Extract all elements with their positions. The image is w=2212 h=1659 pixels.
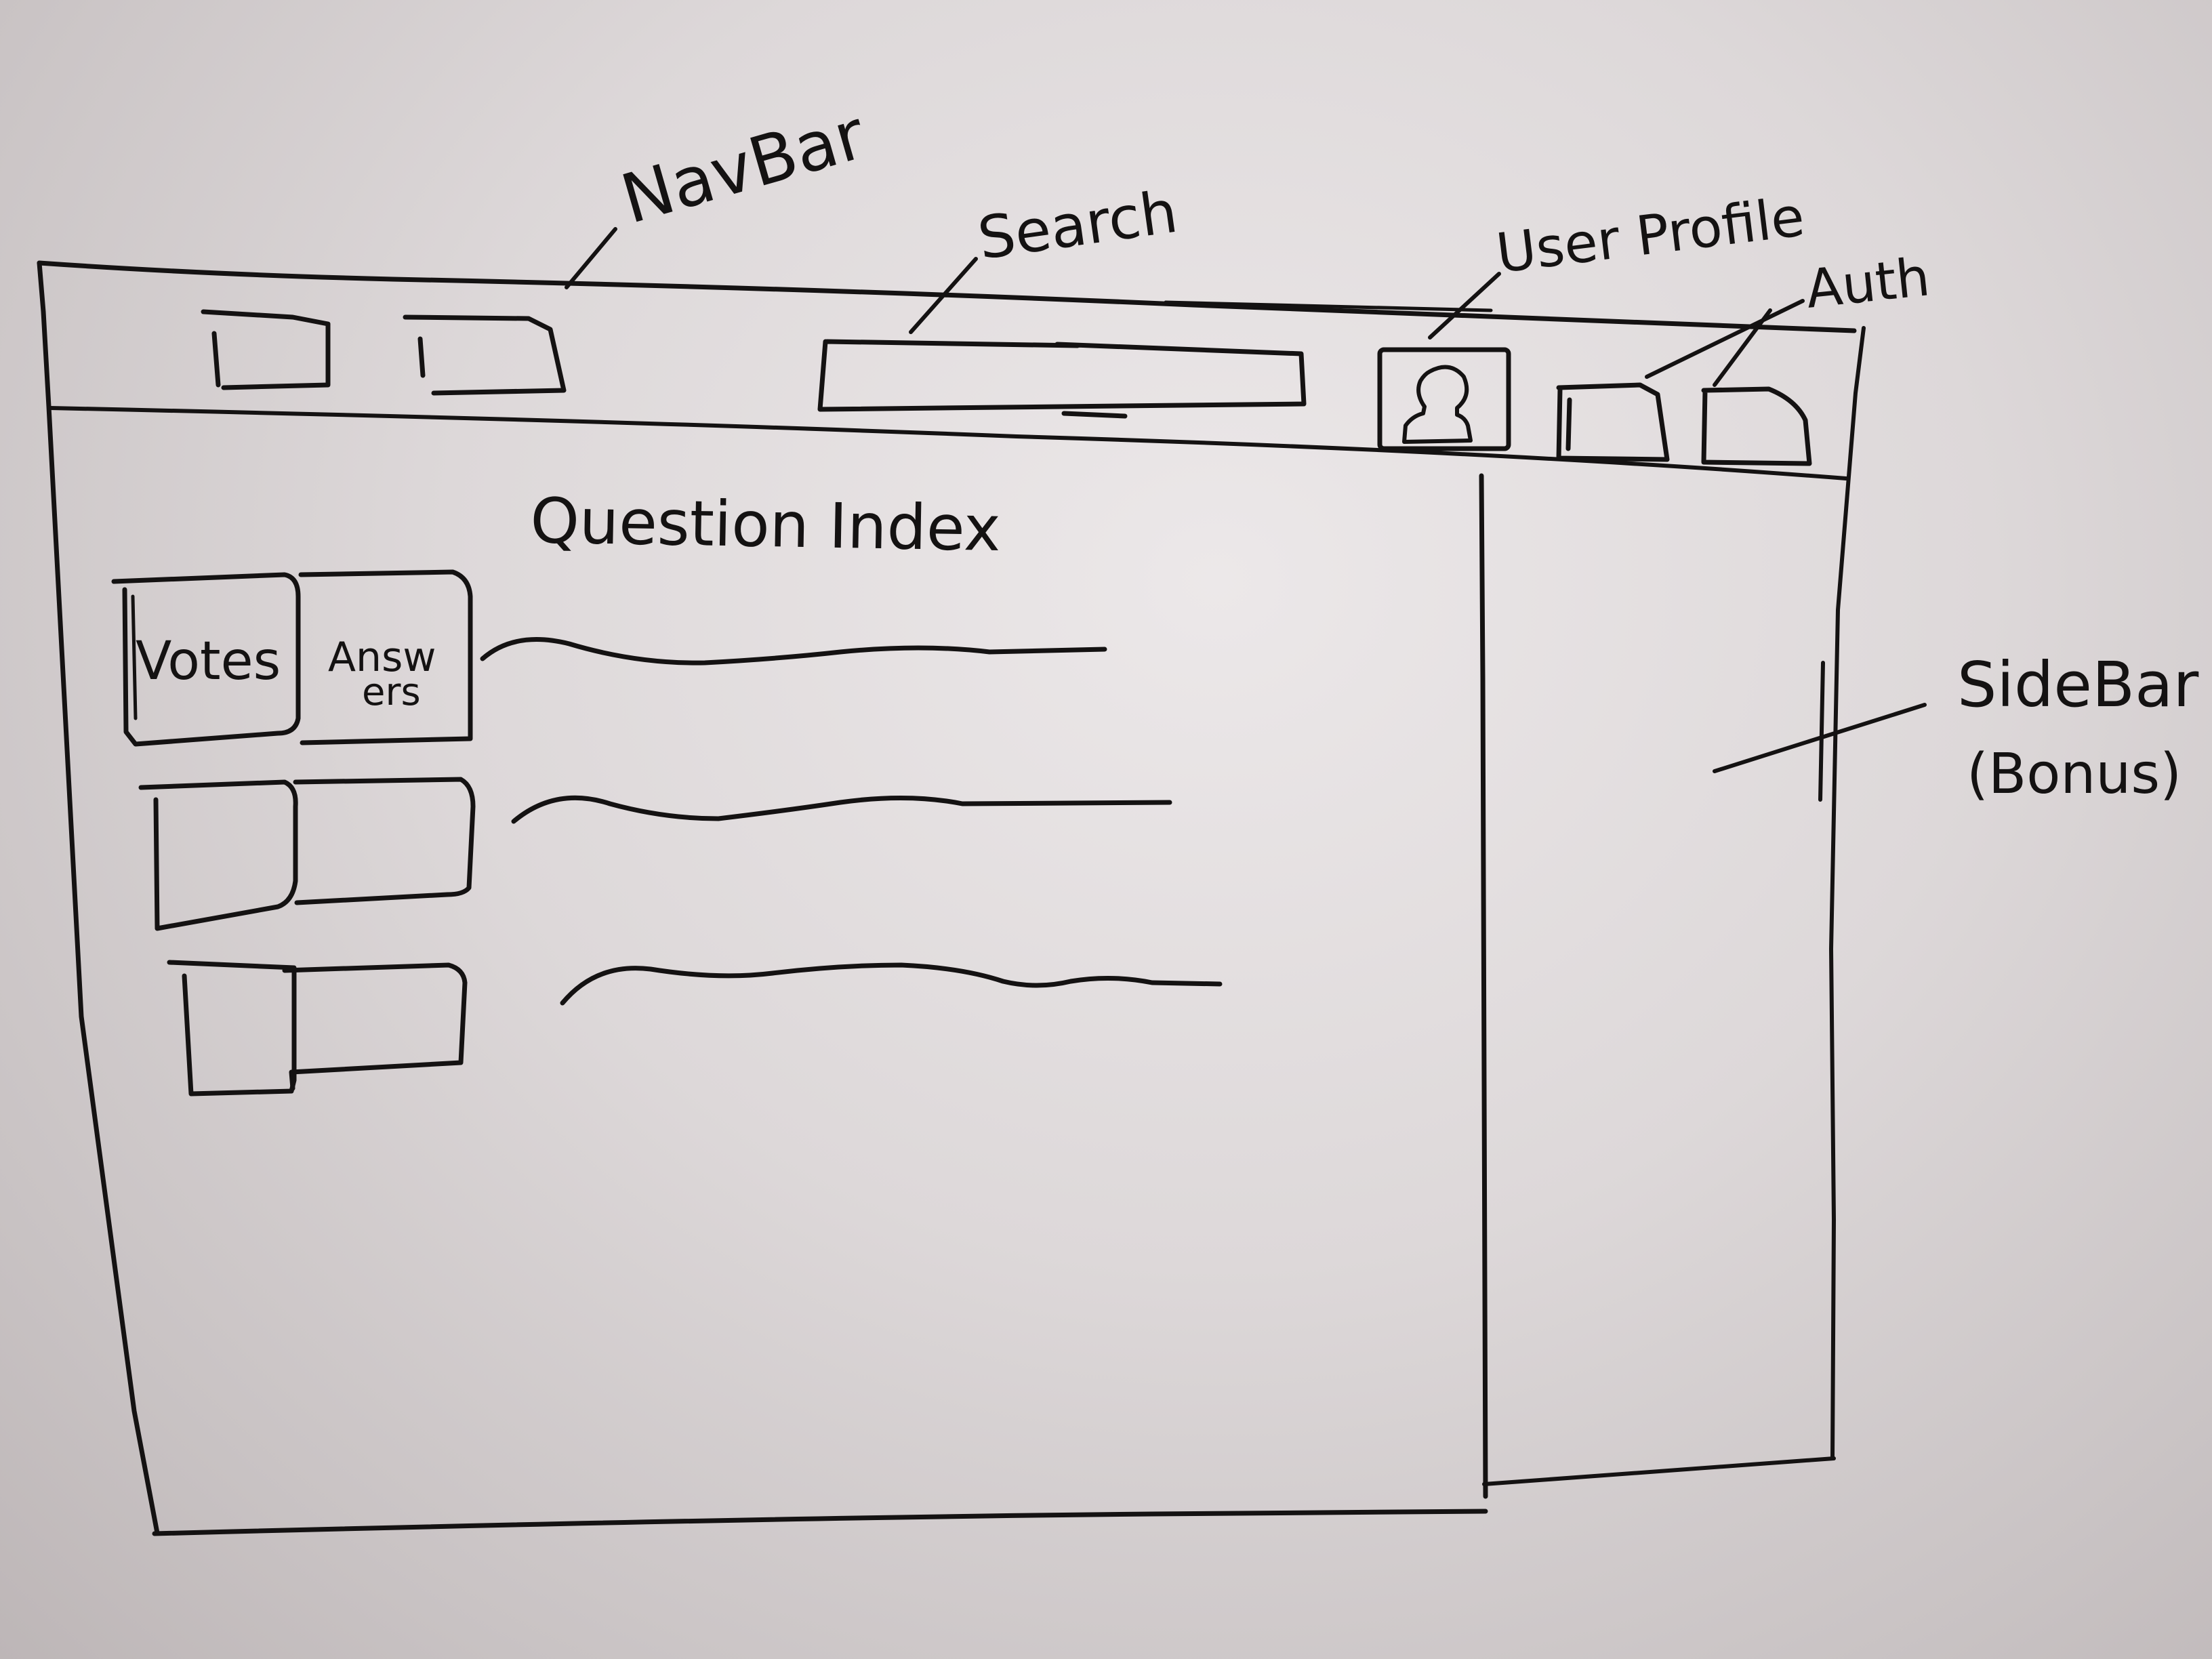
- main-content: Question Index Votes Answ ers: [111, 485, 1223, 1097]
- user-profile-annotation: User Profile: [1493, 185, 1807, 285]
- votes-box: [167, 960, 297, 1097]
- votes-box: [111, 572, 301, 747]
- browser-window-frame: [37, 260, 1866, 1536]
- votes-box: [138, 779, 298, 931]
- search-annotation: Search: [974, 178, 1182, 273]
- user-profile-button[interactable]: [1377, 347, 1511, 451]
- nav-button-2[interactable]: [403, 314, 567, 396]
- navbar-annotation: NavBar: [613, 94, 874, 239]
- question-title-line[interactable]: [560, 962, 1223, 1006]
- answers-label-line1: Answ: [328, 634, 436, 681]
- auth-login-button[interactable]: [1556, 382, 1670, 462]
- page-title: Question Index: [530, 485, 1002, 565]
- user-icon: [1402, 365, 1473, 444]
- auth-annotation: Auth: [1803, 247, 1933, 321]
- question-title-line[interactable]: [511, 795, 1172, 824]
- answers-label-line2: ers: [362, 670, 421, 714]
- sidebar: [1713, 661, 1927, 802]
- sidebar-bonus-annotation: (Bonus): [1967, 742, 2182, 806]
- sidebar-annotation: SideBar: [1957, 649, 2198, 721]
- question-title-line[interactable]: [480, 637, 1107, 665]
- nav-button-1[interactable]: [201, 309, 331, 390]
- question-row[interactable]: [138, 777, 1172, 931]
- votes-label: Votes: [136, 631, 281, 692]
- sidebar-divider: [1479, 473, 1488, 1499]
- question-row[interactable]: [167, 960, 1223, 1097]
- answers-box: [282, 962, 468, 1091]
- question-row[interactable]: Votes Answ ers: [111, 569, 1107, 747]
- answers-box: [293, 777, 476, 905]
- answers-box: [298, 569, 473, 745]
- navbar: [48, 300, 1848, 480]
- auth-signup-button[interactable]: [1701, 386, 1812, 466]
- search-input[interactable]: [817, 339, 1307, 419]
